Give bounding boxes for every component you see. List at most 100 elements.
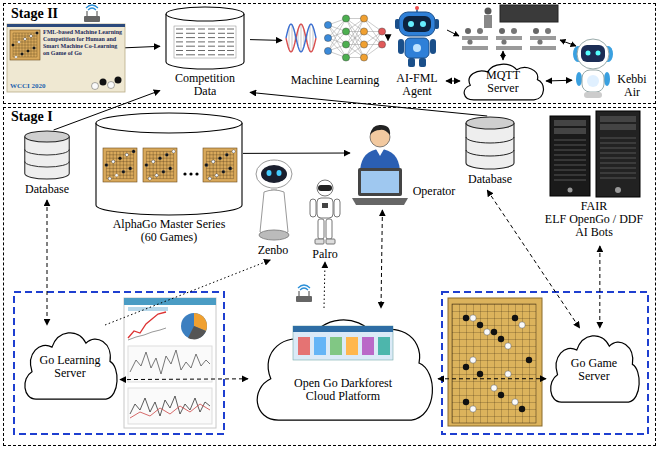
learning-charts-part — [128, 388, 212, 424]
alphago-icon-part — [208, 177, 211, 180]
cyltable-icon-part — [208, 29, 215, 30]
shot-icon-part — [314, 337, 326, 355]
alphago-icon-part — [218, 157, 221, 160]
nn-icon-part — [324, 21, 331, 28]
label-group: Stage II — [11, 6, 101, 22]
banner-icon-part — [13, 39, 37, 40]
banner-icon-part — [30, 35, 33, 38]
classroom-picture-part — [485, 8, 492, 15]
db-icon — [465, 116, 515, 170]
server-cloud: Go Game Server — [546, 328, 642, 406]
cyltable-icon-part — [186, 29, 195, 30]
alphago-icon-part — [152, 160, 155, 163]
alphago-icon-part — [218, 157, 221, 160]
shot-icon-part — [298, 337, 310, 355]
alphago-icon-part — [105, 163, 108, 166]
shot-icon-part — [293, 326, 393, 360]
connector — [250, 39, 282, 41]
label-group: Machine Learning — [282, 74, 388, 87]
alphago-icon-part — [215, 174, 218, 177]
servers-icon — [544, 110, 644, 198]
label-group: Go Learning Server — [33, 354, 107, 380]
banner-icon-part — [33, 47, 36, 50]
operator-icon-part — [361, 171, 399, 193]
cyltable-icon-part — [227, 46, 234, 47]
servers-icon-part — [554, 140, 586, 141]
zenbo-icon — [252, 158, 296, 242]
learning-charts-part — [128, 307, 168, 311]
servers-icon-part — [554, 145, 586, 146]
servers-icon-part — [600, 158, 636, 159]
go-board-picture-part — [448, 298, 542, 426]
nn-icon-part — [286, 24, 316, 52]
servers-icon-part — [554, 170, 586, 171]
node-label: AlphaGo Master Series (60 Games) — [104, 218, 234, 244]
wifi-router — [296, 285, 312, 302]
classroom-links-part — [560, 40, 576, 46]
go-board-picture-part — [519, 322, 525, 328]
nn-icon-part — [342, 15, 349, 22]
operator-figure: Operator — [350, 118, 458, 210]
agent-icon-part — [408, 58, 415, 67]
alphago-icon-part — [122, 170, 125, 173]
label-group: WCCI 2020 — [10, 82, 70, 90]
label-group: Competition Data — [170, 72, 240, 98]
alphago-icon-part — [170, 151, 171, 178]
nn-icon-part — [342, 54, 349, 61]
cyltable-icon-part — [218, 41, 225, 42]
shot-icon-part — [293, 326, 393, 332]
alphago-icon-part — [162, 170, 165, 173]
learning-charts-part — [188, 326, 206, 339]
label-group: Database — [14, 183, 80, 196]
learning-charts — [124, 298, 216, 428]
banner-icon-part — [13, 54, 37, 55]
go-board-picture-part — [470, 357, 476, 363]
agent-icon-part — [430, 39, 436, 54]
go-board-picture-part — [463, 315, 469, 321]
go-board-picture-part — [498, 392, 504, 398]
data-cylinder: Competition Data — [160, 6, 250, 102]
database-cylinder: Database — [14, 130, 80, 200]
cyltable-icon-part — [186, 41, 195, 42]
region-heading: Stage II — [11, 6, 101, 22]
label-group: AlphaGo Master Series (60 Games) — [104, 218, 234, 244]
cyltable-icon-part — [198, 54, 205, 55]
shot-icon-part — [378, 337, 390, 355]
alphago-icon-part — [143, 148, 177, 182]
go-board-picture-part — [526, 357, 532, 363]
server-group-frame — [442, 292, 648, 434]
server-cloud: MQTT Server — [460, 60, 546, 102]
agent-icon-part — [413, 44, 421, 52]
cyltable-icon-part — [208, 46, 215, 47]
cyltable-icon-part — [227, 29, 234, 30]
alphago-icon-part — [206, 175, 233, 176]
alphago-icon-part — [189, 172, 192, 175]
cyltable-icon-part — [208, 37, 215, 38]
servers-icon-part — [568, 188, 573, 193]
wifi-router-part — [299, 291, 300, 296]
robot-figure: Palro — [302, 178, 348, 262]
connector — [250, 92, 487, 116]
alphago-icon-part — [232, 150, 235, 153]
banner-icon-part — [13, 33, 14, 57]
classroom-picture — [462, 5, 558, 50]
stage-region: Stage IDatabaseAlphaGo Master Series (60… — [3, 107, 656, 446]
kebbi-icon — [572, 36, 614, 100]
platform-cloud: Open Go Darkforest Cloud Platform — [248, 308, 438, 426]
server-towers: FAIRELF OpenGo / DDFAI Bots — [535, 110, 653, 246]
cyltable-icon-part — [218, 37, 225, 38]
banner-icon-part — [12, 44, 15, 47]
node-label: Go Learning Server — [33, 354, 107, 380]
node-label: MQTT Server — [478, 69, 528, 95]
classroom-links-part — [503, 51, 504, 60]
connector — [125, 46, 160, 48]
servers-icon-part — [554, 150, 586, 151]
stage-region: Stage IIFML-based Machine Learning Compe… — [3, 3, 656, 104]
wifi-router-part — [88, 8, 96, 10]
agent-robot: AI-FML Agent — [388, 6, 446, 102]
banner-icon-part — [7, 24, 125, 92]
alphago-icon-part — [148, 177, 151, 180]
cyltable-icon-part — [176, 37, 183, 38]
zenbo-icon-part — [277, 170, 282, 176]
learning-charts-part — [181, 313, 207, 339]
